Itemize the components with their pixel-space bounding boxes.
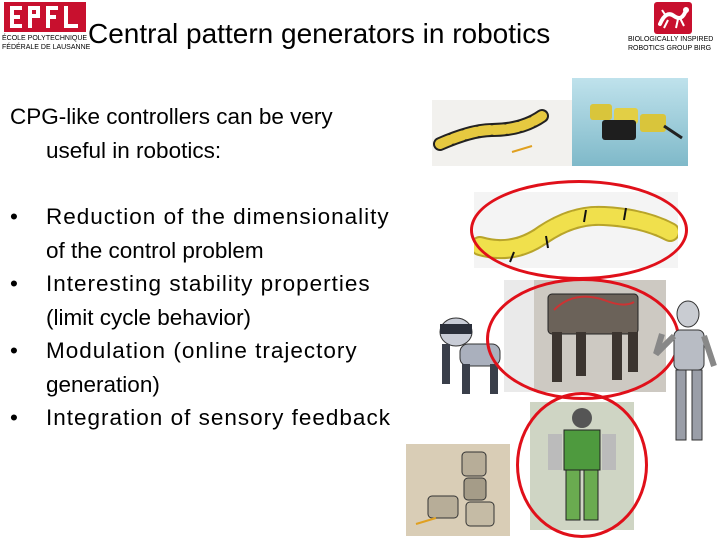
bullet-line-1: Modulation (online trajectory [46, 338, 358, 363]
bullet-line-2: of the control problem [46, 237, 264, 263]
epfl-logo-line-1: ÉCOLE POLYTECHNIQUE [2, 35, 88, 42]
snake-robot-photo [432, 100, 580, 166]
highlight-oval-humanoid [516, 392, 648, 538]
epfl-logo-line-2: FÉDÉRALE DE LAUSANNE [2, 44, 91, 51]
modular-robot-photo [406, 444, 510, 536]
bullet-line-2: (limit cycle behavior) [46, 304, 252, 330]
bullet-marker: • [10, 338, 18, 363]
bullet-line-1: Reduction of the dimensionality [46, 204, 390, 229]
birg-logo: BIOLOGICALLY INSPIRED ROBOTICS GROUP BIR… [628, 0, 718, 54]
highlight-oval-snake [470, 180, 688, 280]
slide-title: Central pattern generators in robotics [88, 18, 551, 49]
bullet-item: • Modulation (online trajectory generati… [10, 334, 391, 401]
bullet-item: • Reduction of the dimensionality of the… [10, 200, 391, 267]
birg-logo-line-2: ROBOTICS GROUP BIRG [628, 45, 712, 52]
amphibious-robot-photo [572, 78, 688, 166]
intro-line-2: useful in robotics: [46, 137, 222, 163]
birg-lizard-icon [654, 2, 692, 34]
aibo-robot-photo [432, 304, 512, 402]
intro-line-1: CPG-like controllers can be very [10, 104, 333, 129]
bullet-line-1: Integration of sensory feedback [46, 405, 391, 430]
bullet-marker: • [10, 405, 18, 430]
intro-paragraph: CPG-like controllers can be very useful … [10, 100, 333, 167]
bullet-item: • Interesting stability properties (limi… [10, 267, 391, 334]
epfl-logo-mark [4, 2, 86, 32]
humanoid-robot-photo [648, 296, 718, 456]
epfl-logo: ÉCOLE POLYTECHNIQUE FÉDÉRALE DE LAUSANNE [0, 0, 92, 54]
birg-logo-line-1: BIOLOGICALLY INSPIRED [628, 36, 714, 43]
bullet-item: • Integration of sensory feedback [10, 401, 391, 435]
bullet-marker: • [10, 204, 18, 229]
bullet-line-2: generation) [46, 371, 160, 397]
bullet-marker: • [10, 271, 18, 296]
bullet-line-1: Interesting stability properties [46, 271, 371, 296]
bullet-list: • Reduction of the dimensionality of the… [10, 200, 391, 435]
